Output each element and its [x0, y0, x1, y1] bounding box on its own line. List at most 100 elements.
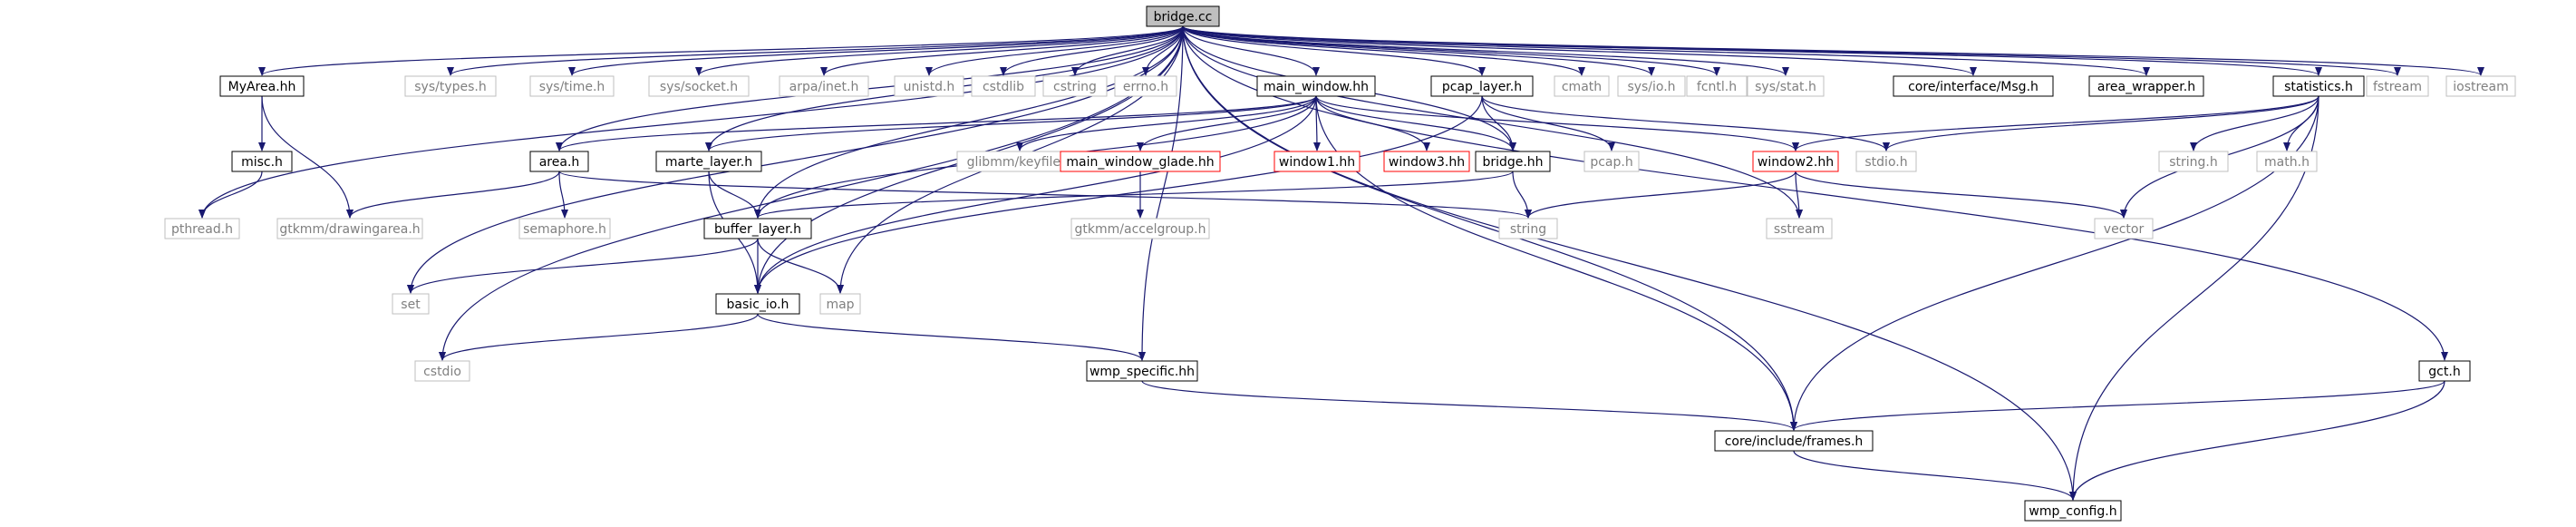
node-marte-layer-h[interactable]: marte_layer.h — [655, 151, 762, 172]
node-label: math.h — [2264, 155, 2310, 170]
node-box — [1583, 151, 1640, 172]
node-cstdlib[interactable]: cstdlib — [971, 75, 1036, 97]
node-vector[interactable]: vector — [2094, 218, 2154, 239]
node-box — [1042, 75, 1108, 97]
node-box — [392, 293, 430, 315]
edge-bridge-hh-to-string — [1512, 171, 1532, 219]
node-box — [971, 75, 1036, 97]
edge-main-window-hh-to-bridge-hh — [1315, 95, 1516, 151]
node-fcntl-h[interactable]: fcntl.h — [1686, 75, 1748, 97]
node-label: string.h — [2169, 155, 2218, 170]
node-gct-h[interactable]: gct.h — [2418, 360, 2471, 382]
node-bridge-hh[interactable]: bridge.hh — [1475, 151, 1551, 172]
node-sys-stat-h[interactable]: sys/stat.h — [1747, 75, 1825, 97]
node-box — [1060, 151, 1221, 172]
node-area-wrapper-h[interactable]: area_wrapper.h — [2088, 75, 2204, 97]
node-label: wmp_config.h — [2029, 504, 2116, 519]
edge-bridge-cc-to-arpa-inet-h — [820, 25, 1184, 76]
node-sstream[interactable]: sstream — [1766, 218, 1833, 239]
node-core-interface-msg-h[interactable]: core/interface/Msg.h — [1893, 75, 2054, 97]
node-sys-io-h[interactable]: sys/io.h — [1617, 75, 1686, 97]
node-statistics-h[interactable]: statistics.h — [2272, 75, 2365, 97]
edge-bridge-cc-to-sys-stat-h — [1182, 25, 1789, 76]
node-box — [648, 75, 750, 97]
edge-basic-io-h-to-cstdio — [439, 313, 759, 361]
edge-bridge-cc-to-area-h — [556, 25, 1184, 151]
node-pcap-h[interactable]: pcap.h — [1583, 151, 1640, 172]
node-basic-io-h[interactable]: basic_io.h — [715, 293, 800, 315]
node-buffer-layer-h[interactable]: buffer_layer.h — [703, 218, 812, 239]
edge-wmp-specific-hh-to-core-include-frames-h — [1141, 380, 1797, 431]
node-cmath[interactable]: cmath — [1554, 75, 1610, 97]
edge-statistics-h-to-string-h — [2190, 95, 2319, 151]
node-pthread-h[interactable]: pthread.h — [164, 218, 240, 239]
node-wmp-specific-hh[interactable]: wmp_specific.hh — [1086, 360, 1198, 382]
node-label: bridge.cc — [1154, 10, 1213, 24]
node-main-window-hh[interactable]: main_window.hh — [1256, 75, 1376, 97]
node-wmp-config-h[interactable]: wmp_config.h — [2024, 500, 2122, 522]
node-myarea-hh[interactable]: MyArea.hh — [219, 75, 305, 97]
edge-pcap-layer-h-to-stdio-h — [1481, 95, 1890, 151]
node-box — [779, 75, 869, 97]
node-unistd-h[interactable]: unistd.h — [894, 75, 964, 97]
node-bridge-cc[interactable]: bridge.cc — [1146, 5, 1220, 27]
node-label: pthread.h — [171, 222, 233, 237]
node-string-h[interactable]: string.h — [2158, 151, 2229, 172]
edge-window2-hh-to-sstream — [1795, 171, 1803, 219]
node-string[interactable]: string — [1498, 218, 1558, 239]
node-cstdio[interactable]: cstdio — [414, 360, 470, 382]
node-box — [414, 360, 470, 382]
node-arpa-inet-h[interactable]: arpa/inet.h — [779, 75, 869, 97]
node-semaphore-h[interactable]: semaphore.h — [518, 218, 611, 239]
node-box — [404, 75, 497, 97]
edge-buffer-layer-h-to-set — [407, 238, 759, 294]
node-iostream[interactable]: iostream — [2445, 75, 2516, 97]
edge-bridge-cc-to-myarea-hh — [258, 25, 1184, 76]
node-window2-hh[interactable]: window2.hh — [1752, 151, 1839, 172]
node-sys-socket-h[interactable]: sys/socket.h — [648, 75, 750, 97]
node-box — [2256, 151, 2318, 172]
node-sys-types-h[interactable]: sys/types.h — [404, 75, 497, 97]
node-label: cmath — [1562, 80, 1602, 94]
edge-main-window-hh-to-window2-hh — [1315, 95, 1799, 151]
node-core-include-frames-h[interactable]: core/include/frames.h — [1714, 430, 1874, 452]
edge-bridge-cc-to-iostream — [1182, 25, 2484, 76]
node-box — [1686, 75, 1748, 97]
node-errno-h[interactable]: errno.h — [1114, 75, 1177, 97]
node-cstring[interactable]: cstring — [1042, 75, 1108, 97]
node-label: glibmm/keyfile.h — [967, 155, 1073, 170]
edge-core-include-frames-h-to-wmp-config-h — [1793, 450, 2077, 501]
node-gtkmm-accelgroup-h[interactable]: gtkmm/accelgroup.h — [1070, 218, 1210, 239]
node-label: misc.h — [241, 155, 283, 170]
node-window3-hh[interactable]: window3.hh — [1383, 151, 1470, 172]
node-area-h[interactable]: area.h — [529, 151, 589, 172]
node-set[interactable]: set — [392, 293, 430, 315]
edge-bridge-cc-to-fcntl-h — [1182, 25, 1720, 76]
node-gtkmm-drawingarea-h[interactable]: gtkmm/drawingarea.h — [276, 218, 423, 239]
node-label: set — [401, 298, 421, 312]
node-label: cstdlib — [983, 80, 1024, 94]
node-box — [819, 293, 861, 315]
node-sys-time-h[interactable]: sys/time.h — [529, 75, 615, 97]
node-math-h[interactable]: math.h — [2256, 151, 2318, 172]
node-map[interactable]: map — [819, 293, 861, 315]
node-box — [1256, 75, 1376, 97]
node-pcap-layer-h[interactable]: pcap_layer.h — [1430, 75, 1534, 97]
node-misc-h[interactable]: misc.h — [231, 151, 293, 172]
node-fstream[interactable]: fstream — [2366, 75, 2429, 97]
node-box — [2024, 500, 2122, 522]
node-main-window-glade-hh[interactable]: main_window_glade.hh — [1060, 151, 1221, 172]
node-box — [1273, 151, 1361, 172]
node-stdio-h[interactable]: stdio.h — [1855, 151, 1917, 172]
edge-bridge-cc-to-pcap-layer-h — [1182, 25, 1486, 76]
edge-bridge-cc-to-statistics-h — [1182, 25, 2322, 76]
edge-main-window-hh-to-area-h — [556, 95, 1317, 151]
edge-main-window-hh-to-window3-hh — [1315, 95, 1430, 151]
node-label: wmp_specific.hh — [1089, 365, 1195, 379]
node-box — [1766, 218, 1833, 239]
node-label: area.h — [539, 155, 580, 170]
node-window1-hh[interactable]: window1.hh — [1273, 151, 1361, 172]
node-box — [1086, 360, 1198, 382]
node-box — [529, 151, 589, 172]
